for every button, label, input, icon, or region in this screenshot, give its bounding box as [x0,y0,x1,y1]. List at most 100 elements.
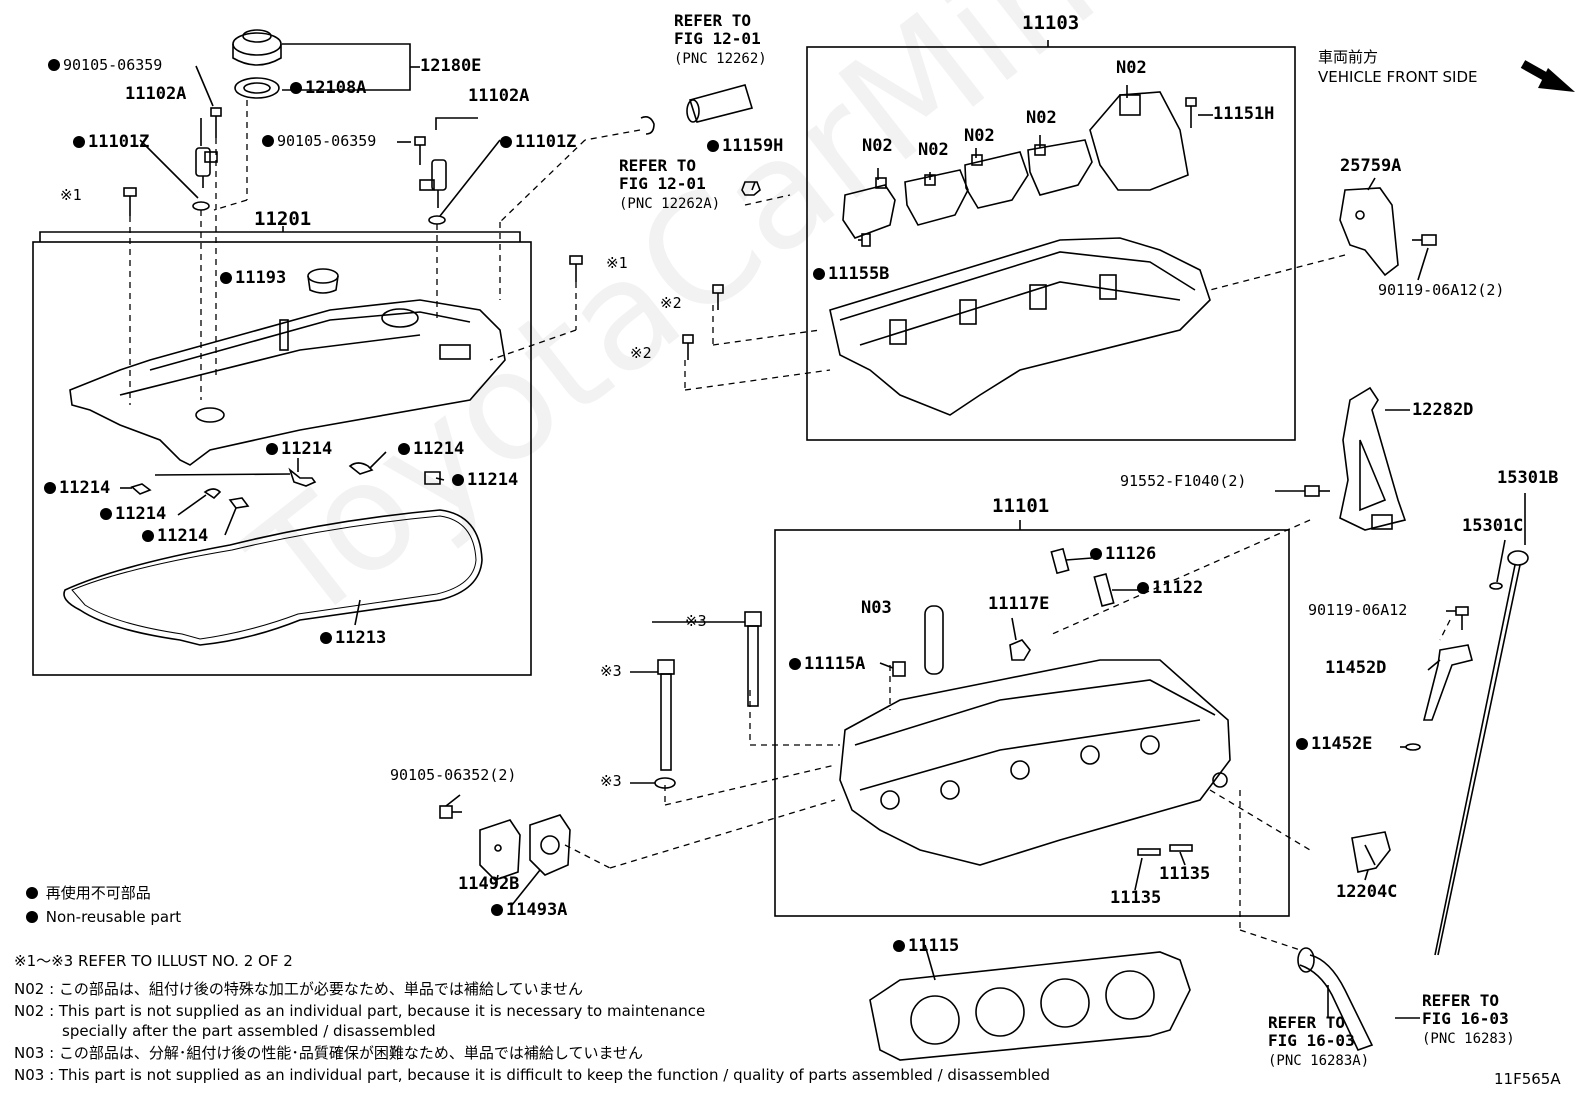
dipstick-guide-11452D [1422,644,1473,721]
part-label-90105-06359-b[interactable]: 90105-06359 [262,134,376,149]
part-label-N02-c[interactable]: N02 [964,126,995,146]
non-reusable-dot-icon [1137,582,1149,594]
part-label-N02-d[interactable]: N02 [1026,108,1057,128]
bolt-90105-06352 [439,805,462,819]
part-label-11151H[interactable]: 11151H [1213,104,1275,124]
part-label-12282D[interactable]: 12282D [1412,400,1474,420]
note-n03-en: N03 : This part is not supplied as an in… [14,1066,1051,1084]
non-reusable-dot-icon [44,482,56,494]
part-label-11102A-a[interactable]: 11102A [125,84,187,104]
o-ring-11452E [1405,743,1421,751]
mark-3-c: ※3 [600,772,622,790]
cover-11492B [479,819,521,881]
non-reusable-dot-icon [707,140,719,152]
part-label-11159H[interactable]: 11159H [707,138,783,155]
oil-dipstick [1434,550,1529,956]
bolt-mark2-a [712,284,724,310]
pin-N03 [924,605,944,675]
part-label-11493A[interactable]: 11493A [491,902,567,919]
part-label-11214-f[interactable]: 11214 [142,528,208,545]
part-label-N03[interactable]: N03 [861,598,892,618]
part-label-11193[interactable]: 11193 [220,270,286,287]
part-label-11101Z-b[interactable]: 11101Z [500,134,576,151]
non-reusable-dot-icon [398,443,410,455]
part-label-11452D[interactable]: 11452D [1325,658,1387,678]
part-label-11126[interactable]: 11126 [1090,546,1156,563]
refer-fig-12-01-b[interactable]: REFER TO FIG 12-01 (PNC 12262A) [619,156,721,212]
part-label-12108A[interactable]: 12108A [290,80,366,97]
pcv-hose [686,84,754,123]
part-label-N02-b[interactable]: N02 [918,140,949,160]
mark-3-a: ※3 [685,612,707,630]
part-label-91552-F1040[interactable]: 91552-F1040(2) [1120,472,1247,490]
clip-11214-b [348,462,374,475]
group-box-11103 [806,46,1296,441]
legend-jp: 再使用不可部品 [26,886,151,901]
part-label-11102A-b[interactable]: 11102A [468,86,530,106]
cap-gasket [234,77,280,99]
refer-fig-12-01-a[interactable]: REFER TO FIG 12-01 (PNC 12262) [674,11,767,67]
bolt-mark2-b [682,334,694,360]
part-label-11115A[interactable]: 11115A [789,656,865,673]
gasket-11493A [529,814,571,876]
part-label-11213[interactable]: 11213 [320,630,386,647]
part-label-12204C[interactable]: 12204C [1336,882,1398,902]
group-label-11103[interactable]: 11103 [1022,12,1080,34]
group-label-11101[interactable]: 11101 [992,495,1050,517]
group-label-11201[interactable]: 11201 [254,208,312,230]
part-label-90119-06A12-2[interactable]: 90119-06A12(2) [1378,281,1505,299]
oil-filler-cap [232,29,282,66]
part-label-11214-a[interactable]: 11214 [266,441,332,458]
part-label-11214-b[interactable]: 11214 [398,441,464,458]
part-label-90119-06A12[interactable]: 90119-06A12 [1308,601,1408,619]
note-refer-illust: ※1～※3 REFER TO ILLUST NO. 2 OF 2 [14,952,293,970]
note-n03-jp: N03 : この部品は、分解･組付け後の性能･品質確保が困難なため、単品では補給… [14,1044,644,1062]
bolt-mark1-left [123,187,137,216]
part-label-N02-e[interactable]: N02 [1116,58,1147,78]
part-label-11135-b[interactable]: 11135 [1110,888,1162,908]
bolt-90119-06A12-2 [1412,234,1437,246]
clip-11214-d [130,483,152,495]
part-label-11115[interactable]: 11115 [893,938,959,955]
part-label-11214-d[interactable]: 11214 [44,480,110,497]
part-label-11117E[interactable]: 11117E [988,594,1050,614]
part-label-25759A[interactable]: 25759A [1340,156,1402,176]
part-label-90105-06359-a[interactable]: 90105-06359 [48,58,162,73]
bolt-left-90105 [210,107,222,138]
refer-fig-16-03-b[interactable]: REFER TO FIG 16-03 (PNC 16283) [1422,991,1515,1047]
part-label-90105-06352[interactable]: 90105-06352(2) [390,766,517,784]
bolt-11151H [1185,97,1197,128]
non-reusable-dot-icon [100,508,112,520]
non-reusable-dot-icon [452,474,464,486]
non-reusable-dot-icon [1090,548,1102,560]
part-label-15301C[interactable]: 15301C [1462,516,1524,536]
non-reusable-dot-icon [26,911,38,923]
non-reusable-dot-icon [789,658,801,670]
part-label-11155B[interactable]: 11155B [813,266,889,283]
diagram-id: 11F565A [1494,1070,1561,1088]
part-label-11122[interactable]: 11122 [1137,580,1203,597]
bolt-mark3-b [657,659,675,771]
part-label-11452E[interactable]: 11452E [1296,736,1372,753]
part-label-N02-a[interactable]: N02 [862,136,893,156]
camshaft-housing [829,237,1211,416]
part-label-11101Z-a[interactable]: 11101Z [73,134,149,151]
part-label-15301B[interactable]: 15301B [1497,468,1559,488]
bearing-cap-3 [964,151,1029,209]
part-label-11214-e[interactable]: 11214 [100,506,166,523]
bolt-91552 [1304,485,1330,497]
non-reusable-dot-icon [290,82,302,94]
part-label-11135-a[interactable]: 11135 [1159,864,1211,884]
cylinder-head-cover [69,299,506,466]
non-reusable-dot-icon [262,135,274,147]
refer-fig-16-03-a[interactable]: REFER TO FIG 16-03 (PNC 16283A) [1268,1013,1370,1069]
non-reusable-dot-icon [1296,738,1308,750]
part-label-11214-c[interactable]: 11214 [452,472,518,489]
oil-filler-seal-11193 [307,268,339,294]
non-reusable-dot-icon [26,887,38,899]
non-reusable-dot-icon [893,940,905,952]
part-label-11492B[interactable]: 11492B [458,874,520,894]
part-label-12180E[interactable]: 12180E [420,56,482,76]
note-n02-en: N02 : This part is not supplied as an in… [14,1002,706,1020]
